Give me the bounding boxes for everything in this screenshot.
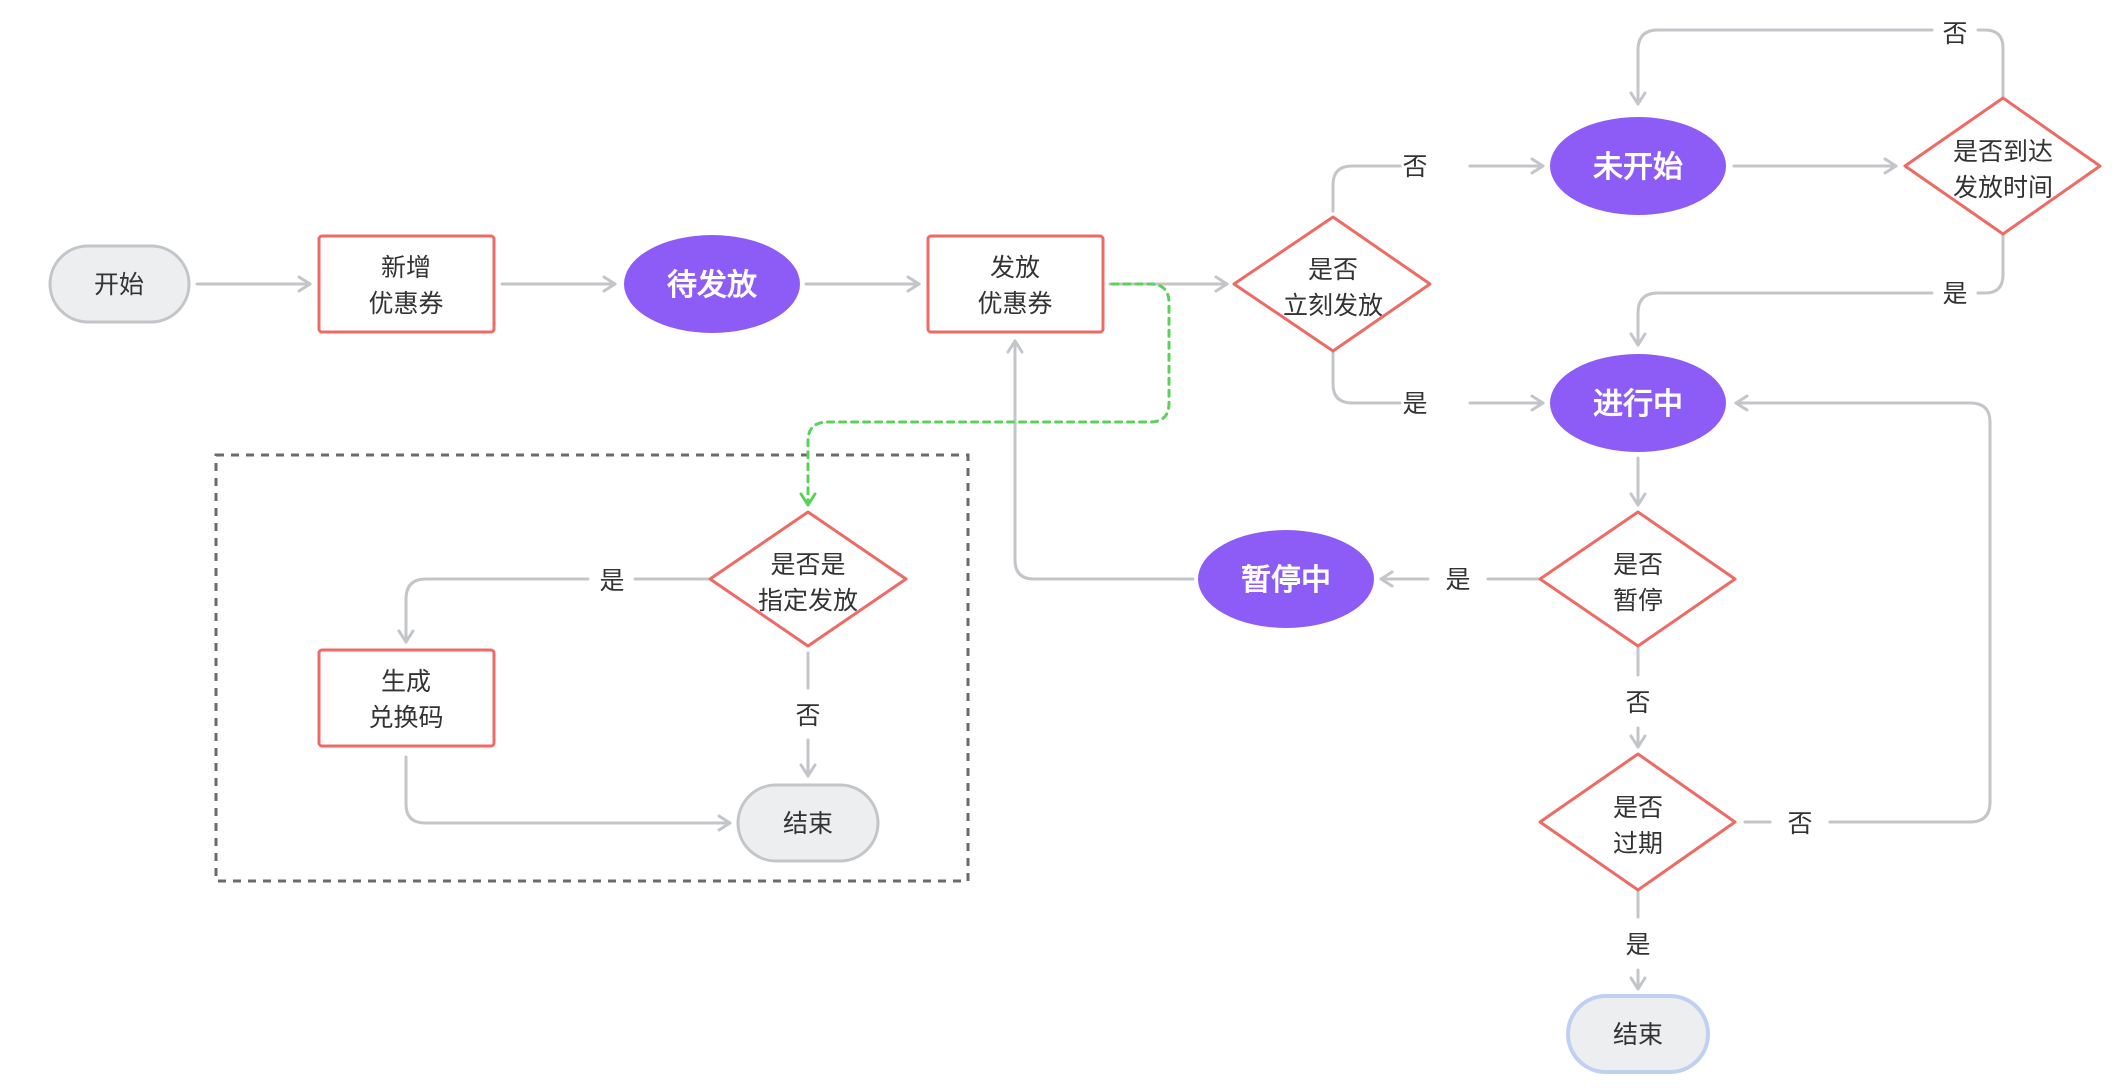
node-add-coupon-line2: 优惠券 [368,289,443,318]
node-expired-q-line1: 是否 [1613,793,1663,822]
subprocess-group-frame [214,453,970,883]
node-reached-time-line1: 是否到达 [1953,137,2053,166]
node-gen-code-line2: 兑换码 [368,703,443,732]
node-paused-q-line1: 是否 [1613,550,1663,579]
node-designated-line2: 指定发放 [758,586,858,615]
node-start-label: 开始 [94,270,144,299]
edge-label-issuenow-no: 否 [1402,152,1427,181]
node-issue-now-line1: 是否 [1308,255,1358,284]
node-end-sub-label: 结束 [783,809,833,838]
node-paused-decision[interactable]: 是否 暂停 [1538,510,1737,648]
node-paused-label: 暂停中 [1241,563,1331,598]
node-issue-coupon[interactable]: 发放 优惠券 [926,234,1105,334]
node-end-main-label: 结束 [1613,1020,1663,1049]
edge-paused-to-issue [1006,339,1195,581]
edge-label-pausedq-yes: 是 [1445,565,1470,594]
node-in-progress[interactable]: 进行中 [1550,354,1726,452]
node-paused-q-line2: 暂停 [1613,586,1663,615]
edge-label-issuenow-yes: 是 [1402,389,1427,418]
edge-label-reached-yes: 是 [1942,279,1967,308]
node-start[interactable]: 开始 [48,244,191,324]
edge-label-designated-no: 否 [795,701,820,730]
node-end-main[interactable]: 结束 [1566,994,1710,1074]
node-issue-coupon-line1: 发放 [990,253,1040,282]
edge-reached-no [1638,28,2005,104]
node-issue-coupon-line2: 优惠券 [977,289,1052,318]
node-designated-decision[interactable]: 是否是 指定发放 [708,510,908,648]
node-reached-time-line2: 发放时间 [1953,173,2053,202]
edge-label-expiredq-yes: 是 [1625,930,1650,959]
node-expired-decision[interactable]: 是否 过期 [1538,752,1737,892]
edge-gencode-to-endsub [404,755,732,832]
edge-designated-yes [406,577,710,642]
edge-issuenow-yes [1331,350,1543,403]
edge-label-expiredq-no: 否 [1787,809,1812,838]
edge-reached-yes [1638,233,2005,345]
node-paused[interactable]: 暂停中 [1198,530,1374,628]
node-pending[interactable]: 待发放 [624,235,800,333]
node-designated-line1: 是否是 [770,550,845,579]
node-expired-q-line2: 过期 [1613,829,1663,858]
edge-expiredq-no [1736,403,1992,824]
node-end-sub[interactable]: 结束 [736,783,880,863]
node-not-started[interactable]: 未开始 [1550,117,1726,215]
node-in-progress-label: 进行中 [1593,387,1683,422]
node-pending-label: 待发放 [667,268,758,303]
node-issue-now-line2: 立刻发放 [1283,291,1383,320]
node-add-coupon[interactable]: 新增 优惠券 [317,234,496,334]
node-not-started-label: 未开始 [1593,150,1683,185]
node-issue-now-decision[interactable]: 是否 立刻发放 [1232,215,1432,353]
edge-label-reached-no: 否 [1942,19,1967,48]
node-reached-time-decision[interactable]: 是否到达 发放时间 [1903,96,2102,236]
node-gen-code-line1: 生成 [381,667,431,696]
edge-issuenow-no [1331,166,1543,213]
edge-label-pausedq-no: 否 [1625,688,1650,717]
node-add-coupon-line1: 新增 [381,253,431,282]
edge-label-designated-yes: 是 [599,566,624,595]
node-gen-code[interactable]: 生成 兑换码 [317,648,496,748]
edge-issue-to-designated [799,282,1171,507]
